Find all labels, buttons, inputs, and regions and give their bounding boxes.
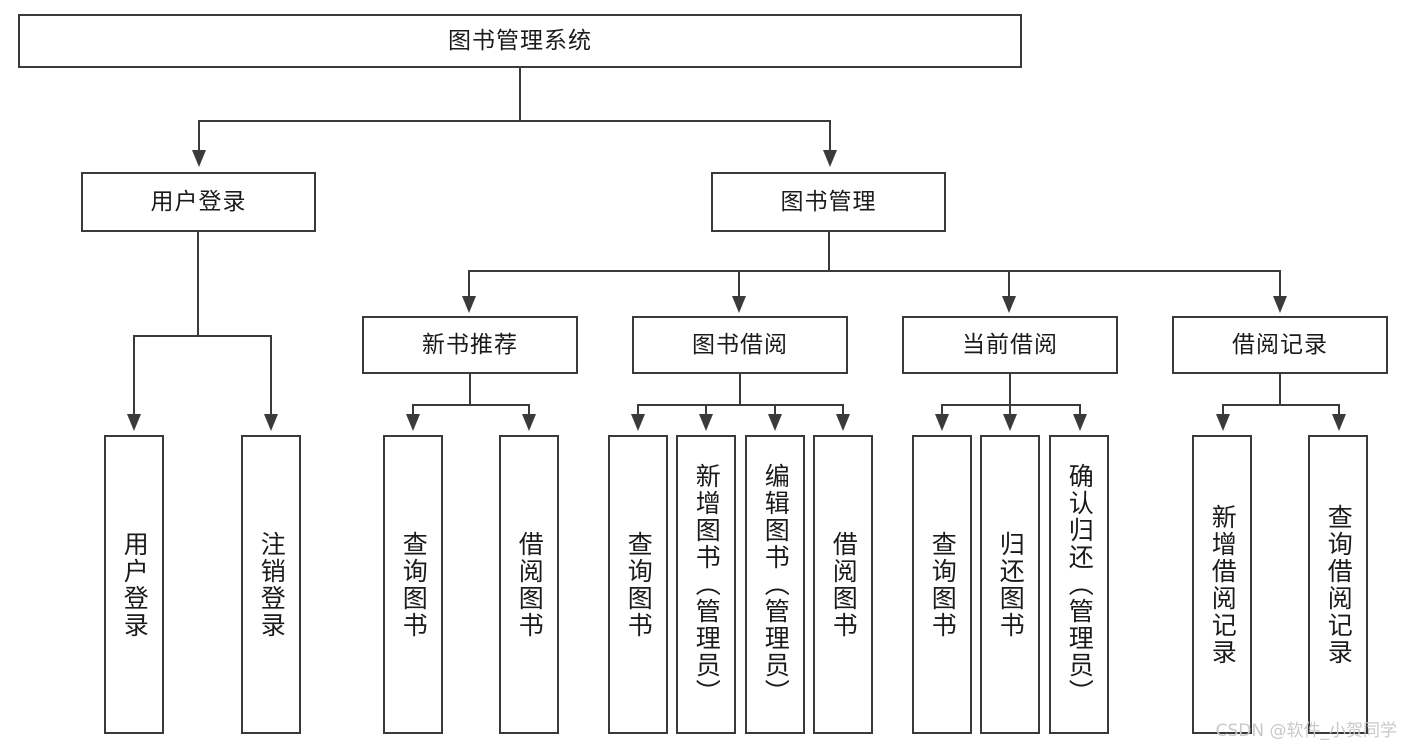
connector-drop-current-borrow	[1008, 270, 1010, 300]
connector-root-stem	[519, 68, 521, 120]
node-label: 查询图书	[624, 530, 654, 639]
connector-book-borrow-bus	[637, 404, 843, 406]
connector-book-manage-stem	[828, 232, 830, 272]
leaf-query-book-current[interactable]: 查询图书	[912, 435, 972, 734]
connector-drop-leaf-cb-1	[941, 404, 943, 418]
node-book-borrow[interactable]: 图书借阅	[632, 316, 848, 374]
node-root-system[interactable]: 图书管理系统	[18, 14, 1022, 68]
connector-new-book-bus	[412, 404, 529, 406]
connector-borrow-record-stem	[1279, 374, 1281, 406]
connector-drop-leaf-nb-2	[528, 404, 530, 418]
arrowhead-borrow-record	[1273, 296, 1287, 313]
connector-book-borrow-stem	[739, 374, 741, 406]
node-label: 用户登录	[150, 188, 247, 215]
connector-drop-leaf-bb-1	[637, 404, 639, 418]
leaf-query-borrow-record[interactable]: 查询借阅记录	[1308, 435, 1368, 734]
node-label: 新书推荐	[422, 331, 518, 358]
connector-new-book-stem	[469, 374, 471, 406]
leaf-user-login[interactable]: 用户登录	[104, 435, 164, 734]
leaf-confirm-return-admin[interactable]: 确认归还（管理员）	[1049, 435, 1109, 734]
connector-drop-new-book	[468, 270, 470, 300]
node-borrow-record[interactable]: 借阅记录	[1172, 316, 1388, 374]
leaf-logout[interactable]: 注销登录	[241, 435, 301, 734]
connector-drop-leaf-logout	[270, 335, 272, 419]
arrowhead-leaf-br-1	[1216, 414, 1230, 431]
connector-drop-book-manage	[829, 120, 831, 154]
node-label: 归还图书	[996, 530, 1026, 639]
arrowhead-book-borrow	[732, 296, 746, 313]
connector-drop-leaf-bb-4	[842, 404, 844, 418]
node-label: 新增借阅记录	[1208, 503, 1238, 666]
node-label: 查询图书	[399, 530, 429, 639]
leaf-add-book-admin[interactable]: 新增图书（管理员）	[676, 435, 736, 734]
node-current-borrow[interactable]: 当前借阅	[902, 316, 1118, 374]
arrowhead-leaf-bb-1	[631, 414, 645, 431]
node-user-login[interactable]: 用户登录	[81, 172, 316, 232]
connector-current-borrow-stem	[1009, 374, 1011, 406]
node-label: 借阅图书	[515, 530, 545, 639]
node-label: 图书借阅	[692, 331, 788, 358]
node-label: 查询图书	[928, 530, 958, 639]
leaf-edit-book-admin[interactable]: 编辑图书（管理员）	[745, 435, 805, 734]
connector-drop-book-borrow	[738, 270, 740, 300]
arrowhead-leaf-cb-3	[1073, 414, 1087, 431]
connector-user-login-bus	[133, 335, 270, 337]
node-label: 新增图书（管理员）	[692, 463, 722, 706]
arrowhead-user-login	[192, 150, 206, 167]
node-new-book-recommend[interactable]: 新书推荐	[362, 316, 578, 374]
arrowhead-leaf-br-2	[1332, 414, 1346, 431]
arrowhead-leaf-bb-3	[768, 414, 782, 431]
arrowhead-leaf-nb-1	[406, 414, 420, 431]
arrowhead-leaf-logout	[264, 414, 278, 431]
arrowhead-leaf-nb-2	[522, 414, 536, 431]
arrowhead-leaf-cb-2	[1003, 414, 1017, 431]
arrowhead-leaf-user-login	[127, 414, 141, 431]
node-label: 注销登录	[257, 530, 287, 639]
arrowhead-leaf-cb-1	[935, 414, 949, 431]
node-label: 确认归还（管理员）	[1065, 463, 1095, 706]
leaf-query-book-new[interactable]: 查询图书	[383, 435, 443, 734]
connector-drop-borrow-record	[1279, 270, 1281, 300]
connector-root-bus	[198, 120, 831, 122]
connector-drop-leaf-cb-3	[1079, 404, 1081, 418]
connector-drop-leaf-user-login	[133, 335, 135, 419]
node-label: 用户登录	[120, 530, 150, 639]
leaf-return-book[interactable]: 归还图书	[980, 435, 1040, 734]
connector-drop-leaf-bb-2	[705, 404, 707, 418]
arrowhead-leaf-bb-4	[836, 414, 850, 431]
connector-drop-leaf-bb-3	[774, 404, 776, 418]
connector-book-manage-bus	[468, 270, 1281, 272]
csdn-watermark: CSDN @软件_小贺同学	[1215, 721, 1397, 741]
node-label: 图书管理系统	[448, 27, 592, 54]
connector-drop-leaf-nb-1	[412, 404, 414, 418]
connector-drop-user-login	[198, 120, 200, 154]
leaf-query-book-borrow[interactable]: 查询图书	[608, 435, 668, 734]
node-label: 编辑图书（管理员）	[761, 463, 791, 706]
leaf-borrow-book[interactable]: 借阅图书	[813, 435, 873, 734]
arrowhead-new-book	[462, 296, 476, 313]
node-book-manage[interactable]: 图书管理	[711, 172, 946, 232]
leaf-borrow-book-new[interactable]: 借阅图书	[499, 435, 559, 734]
arrowhead-book-manage	[823, 150, 837, 167]
node-label: 当前借阅	[962, 331, 1058, 358]
arrowhead-leaf-bb-2	[699, 414, 713, 431]
node-label: 查询借阅记录	[1324, 503, 1354, 666]
leaf-add-borrow-record[interactable]: 新增借阅记录	[1192, 435, 1252, 734]
node-label: 图书管理	[780, 188, 877, 215]
connector-user-login-stem	[197, 232, 199, 336]
connector-drop-leaf-cb-2	[1009, 404, 1011, 418]
connector-drop-leaf-br-2	[1338, 404, 1340, 418]
node-label: 借阅记录	[1232, 331, 1328, 358]
connector-drop-leaf-br-1	[1222, 404, 1224, 418]
connector-borrow-record-bus	[1222, 404, 1339, 406]
node-label: 借阅图书	[829, 530, 859, 639]
arrowhead-current-borrow	[1002, 296, 1016, 313]
